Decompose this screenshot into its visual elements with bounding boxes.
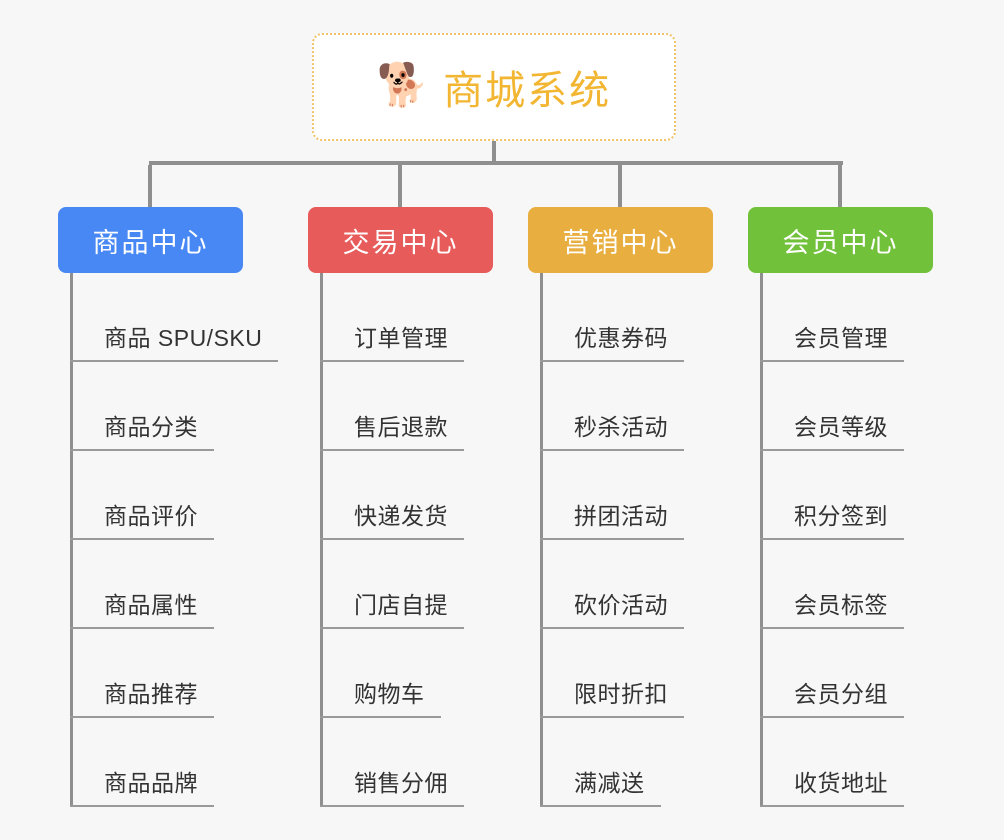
leaf-underline: 秒杀活动 [540, 408, 684, 451]
list-item[interactable]: 拼团活动 [540, 451, 770, 540]
leaf-underline: 砍价活动 [540, 586, 684, 629]
leaf-underline: 会员等级 [760, 408, 904, 451]
list-item[interactable]: 商品 SPU/SKU [70, 273, 300, 362]
leaf-underline: 销售分佣 [320, 764, 464, 807]
list-item[interactable]: 优惠券码 [540, 273, 770, 362]
list-item[interactable]: 会员等级 [760, 362, 990, 451]
category-label: 会员中心 [782, 227, 899, 258]
category-label: 商品中心 [92, 227, 209, 258]
leaf-underline: 商品分类 [70, 408, 214, 451]
leaf-underline: 会员管理 [760, 319, 904, 362]
leaf-label: 商品评价 [104, 503, 198, 529]
list-item[interactable]: 商品属性 [70, 540, 300, 629]
leaf-underline: 满减送 [540, 764, 661, 807]
leaf-label: 商品分类 [104, 414, 198, 440]
list-item[interactable]: 商品推荐 [70, 629, 300, 718]
list-item[interactable]: 快递发货 [320, 451, 550, 540]
list-item[interactable]: 售后退款 [320, 362, 550, 451]
category-header-member-center[interactable]: 会员中心 [748, 207, 933, 273]
leaf-label: 会员等级 [794, 414, 888, 440]
leaf-underline: 购物车 [320, 675, 441, 718]
leaf-label: 拼团活动 [574, 503, 668, 529]
leaf-label: 积分签到 [794, 503, 888, 529]
category-header-product-center[interactable]: 商品中心 [58, 207, 243, 273]
leaf-label: 快递发货 [354, 503, 448, 529]
leaf-label: 购物车 [354, 681, 425, 707]
root-stem-connector [492, 141, 496, 165]
leaf-label: 门店自提 [354, 592, 448, 618]
category-drop-connector [148, 165, 152, 207]
root-title: 商城系统 [443, 69, 612, 113]
leaf-underline: 优惠券码 [540, 319, 684, 362]
list-item[interactable]: 收货地址 [760, 718, 990, 807]
leaf-list: 会员管理会员等级积分签到会员标签会员分组收货地址 [760, 273, 990, 807]
leaf-label: 收货地址 [794, 770, 888, 796]
category-header-marketing-center[interactable]: 营销中心 [528, 207, 713, 273]
category-label: 营销中心 [562, 227, 679, 258]
leaf-underline: 会员分组 [760, 675, 904, 718]
list-item[interactable]: 会员分组 [760, 629, 990, 718]
leaf-underline: 会员标签 [760, 586, 904, 629]
root-node[interactable]: 🐕 商城系统 [312, 33, 676, 141]
leaf-list: 优惠券码秒杀活动拼团活动砍价活动限时折扣满减送 [540, 273, 770, 807]
leaf-label: 满减送 [574, 770, 645, 796]
category-header-trade-center[interactable]: 交易中心 [308, 207, 493, 273]
list-item[interactable]: 销售分佣 [320, 718, 550, 807]
list-item[interactable]: 订单管理 [320, 273, 550, 362]
category-drop-connector [838, 165, 842, 207]
list-item[interactable]: 商品分类 [70, 362, 300, 451]
leaf-label: 砍价活动 [574, 592, 668, 618]
leaf-underline: 拼团活动 [540, 497, 684, 540]
leaf-underline: 商品 SPU/SKU [70, 319, 279, 362]
category-label: 交易中心 [342, 227, 459, 258]
leaf-underline: 限时折扣 [540, 675, 684, 718]
list-item[interactable]: 购物车 [320, 629, 550, 718]
list-item[interactable]: 门店自提 [320, 540, 550, 629]
leaf-label: 商品属性 [104, 592, 198, 618]
leaf-label: 商品 SPU/SKU [104, 325, 263, 351]
list-item[interactable]: 商品评价 [70, 451, 300, 540]
list-item[interactable]: 砍价活动 [540, 540, 770, 629]
leaf-underline: 商品推荐 [70, 675, 214, 718]
leaf-label: 商品品牌 [104, 770, 198, 796]
list-item[interactable]: 秒杀活动 [540, 362, 770, 451]
leaf-underline: 商品品牌 [70, 764, 214, 807]
category-drop-connector [618, 165, 622, 207]
leaf-label: 会员标签 [794, 592, 888, 618]
leaf-label: 会员分组 [794, 681, 888, 707]
list-item[interactable]: 会员标签 [760, 540, 990, 629]
shiba-dog-face-icon: 🐕 [376, 61, 430, 108]
list-item[interactable]: 积分签到 [760, 451, 990, 540]
leaf-underline: 商品属性 [70, 586, 214, 629]
leaf-list: 订单管理售后退款快递发货门店自提购物车销售分佣 [320, 273, 550, 807]
category-drop-connector [398, 165, 402, 207]
leaf-label: 秒杀活动 [574, 414, 668, 440]
leaf-underline: 快递发货 [320, 497, 464, 540]
leaf-label: 商品推荐 [104, 681, 198, 707]
leaf-underline: 收货地址 [760, 764, 904, 807]
leaf-label: 订单管理 [354, 325, 448, 351]
list-item[interactable]: 会员管理 [760, 273, 990, 362]
list-item[interactable]: 商品品牌 [70, 718, 300, 807]
leaf-underline: 积分签到 [760, 497, 904, 540]
leaf-label: 优惠券码 [574, 325, 668, 351]
leaf-underline: 商品评价 [70, 497, 214, 540]
leaf-label: 售后退款 [354, 414, 448, 440]
leaf-underline: 订单管理 [320, 319, 464, 362]
leaf-label: 会员管理 [794, 325, 888, 351]
list-item[interactable]: 满减送 [540, 718, 770, 807]
leaf-underline: 售后退款 [320, 408, 464, 451]
leaf-label: 销售分佣 [354, 770, 448, 796]
list-item[interactable]: 限时折扣 [540, 629, 770, 718]
leaf-label: 限时折扣 [574, 681, 668, 707]
horizontal-bus-connector [149, 161, 843, 165]
leaf-list: 商品 SPU/SKU 商品分类商品评价商品属性商品推荐商品品牌 [70, 273, 300, 807]
leaf-underline: 门店自提 [320, 586, 464, 629]
